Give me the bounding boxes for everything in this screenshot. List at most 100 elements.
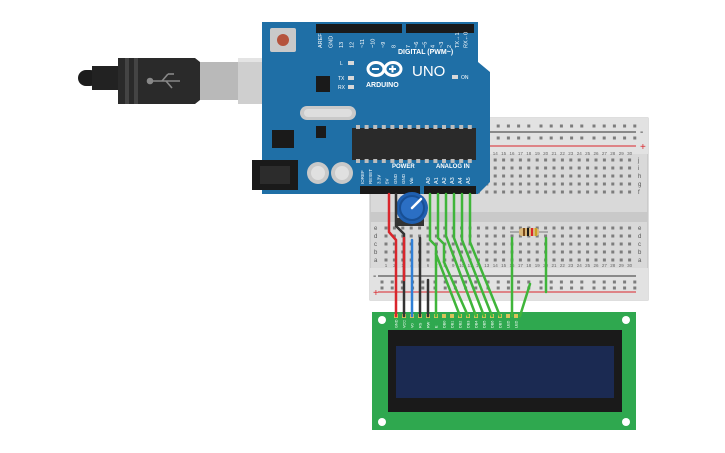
rail-hole[interactable] [633, 136, 637, 140]
breadboard-hole[interactable] [619, 158, 623, 162]
breadboard-hole[interactable] [510, 234, 514, 238]
rail-hole[interactable] [527, 124, 531, 128]
breadboard-hole[interactable] [577, 242, 581, 246]
breadboard-hole[interactable] [619, 166, 623, 170]
breadboard-hole[interactable] [493, 166, 497, 170]
breadboard-hole[interactable] [426, 242, 430, 246]
breadboard-hole[interactable] [628, 166, 632, 170]
rail-hole[interactable] [612, 124, 616, 128]
breadboard-hole[interactable] [602, 158, 606, 162]
rail-hole[interactable] [527, 136, 531, 140]
rail-hole[interactable] [506, 280, 510, 284]
breadboard-hole[interactable] [569, 234, 573, 238]
breadboard-hole[interactable] [426, 234, 430, 238]
rail-hole[interactable] [486, 280, 490, 284]
breadboard-hole[interactable] [552, 190, 556, 194]
breadboard-hole[interactable] [502, 226, 506, 230]
breadboard-hole[interactable] [569, 166, 573, 170]
breadboard-hole[interactable] [628, 226, 632, 230]
rail-hole[interactable] [539, 136, 543, 140]
breadboard-hole[interactable] [401, 226, 405, 230]
breadboard-hole[interactable] [602, 174, 606, 178]
rail-hole[interactable] [380, 286, 384, 290]
breadboard-hole[interactable] [460, 250, 464, 254]
breadboard-hole[interactable] [552, 242, 556, 246]
breadboard-hole[interactable] [602, 250, 606, 254]
breadboard-hole[interactable] [451, 258, 455, 262]
breadboard-hole[interactable] [493, 182, 497, 186]
breadboard-hole[interactable] [502, 174, 506, 178]
breadboard-hole[interactable] [451, 242, 455, 246]
breadboard-hole[interactable] [560, 226, 564, 230]
breadboard-hole[interactable] [594, 258, 598, 262]
breadboard-hole[interactable] [535, 182, 539, 186]
breadboard-hole[interactable] [560, 250, 564, 254]
breadboard-hole[interactable] [493, 174, 497, 178]
rail-hole[interactable] [453, 280, 457, 284]
breadboard-hole[interactable] [611, 158, 615, 162]
breadboard-hole[interactable] [586, 190, 590, 194]
breadboard-hole[interactable] [384, 250, 388, 254]
breadboard-hole[interactable] [476, 226, 480, 230]
breadboard-hole[interactable] [510, 182, 514, 186]
rail-hole[interactable] [549, 136, 553, 140]
breadboard-hole[interactable] [544, 234, 548, 238]
breadboard-hole[interactable] [409, 226, 413, 230]
breadboard-hole[interactable] [628, 190, 632, 194]
breadboard-hole[interactable] [510, 190, 514, 194]
rail-hole[interactable] [580, 136, 584, 140]
breadboard-hole[interactable] [560, 234, 564, 238]
rail-hole[interactable] [623, 136, 627, 140]
rail-hole[interactable] [421, 286, 425, 290]
breadboard-hole[interactable] [594, 234, 598, 238]
breadboard-hole[interactable] [569, 242, 573, 246]
breadboard-hole[interactable] [518, 250, 522, 254]
breadboard-hole[interactable] [535, 226, 539, 230]
breadboard-hole[interactable] [602, 234, 606, 238]
breadboard-hole[interactable] [518, 190, 522, 194]
breadboard-hole[interactable] [527, 158, 531, 162]
rail-hole[interactable] [496, 124, 500, 128]
breadboard-hole[interactable] [485, 190, 489, 194]
breadboard-hole[interactable] [535, 234, 539, 238]
rail-hole[interactable] [474, 286, 478, 290]
rail-hole[interactable] [443, 280, 447, 284]
breadboard-hole[interactable] [611, 242, 615, 246]
breadboard-hole[interactable] [569, 250, 573, 254]
breadboard-hole[interactable] [577, 258, 581, 262]
digital-header-1[interactable] [316, 24, 402, 33]
rail-hole[interactable] [527, 280, 531, 284]
breadboard-hole[interactable] [493, 242, 497, 246]
wires[interactable] [387, 192, 548, 318]
breadboard-hole[interactable] [628, 250, 632, 254]
breadboard-hole[interactable] [594, 242, 598, 246]
breadboard-hole[interactable] [485, 242, 489, 246]
rail-hole[interactable] [580, 286, 584, 290]
breadboard-hole[interactable] [476, 250, 480, 254]
rail-hole[interactable] [549, 124, 553, 128]
breadboard-hole[interactable] [552, 234, 556, 238]
rail-hole[interactable] [506, 124, 510, 128]
breadboard-hole[interactable] [586, 158, 590, 162]
breadboard-hole[interactable] [560, 182, 564, 186]
breadboard-hole[interactable] [518, 166, 522, 170]
breadboard-hole[interactable] [552, 158, 556, 162]
breadboard-hole[interactable] [384, 258, 388, 262]
breadboard-hole[interactable] [392, 258, 396, 262]
breadboard-hole[interactable] [611, 234, 615, 238]
rail-hole[interactable] [633, 286, 637, 290]
breadboard-hole[interactable] [586, 182, 590, 186]
rail-hole[interactable] [623, 124, 627, 128]
rail-hole[interactable] [517, 136, 521, 140]
breadboard-hole[interactable] [544, 158, 548, 162]
rail-hole[interactable] [506, 136, 510, 140]
breadboard-hole[interactable] [552, 250, 556, 254]
breadboard-hole[interactable] [611, 190, 615, 194]
lcd-pin[interactable] [506, 314, 510, 318]
breadboard-hole[interactable] [527, 174, 531, 178]
breadboard-hole[interactable] [602, 242, 606, 246]
breadboard-hole[interactable] [602, 226, 606, 230]
breadboard-hole[interactable] [527, 182, 531, 186]
breadboard-hole[interactable] [510, 166, 514, 170]
breadboard-hole[interactable] [434, 226, 438, 230]
